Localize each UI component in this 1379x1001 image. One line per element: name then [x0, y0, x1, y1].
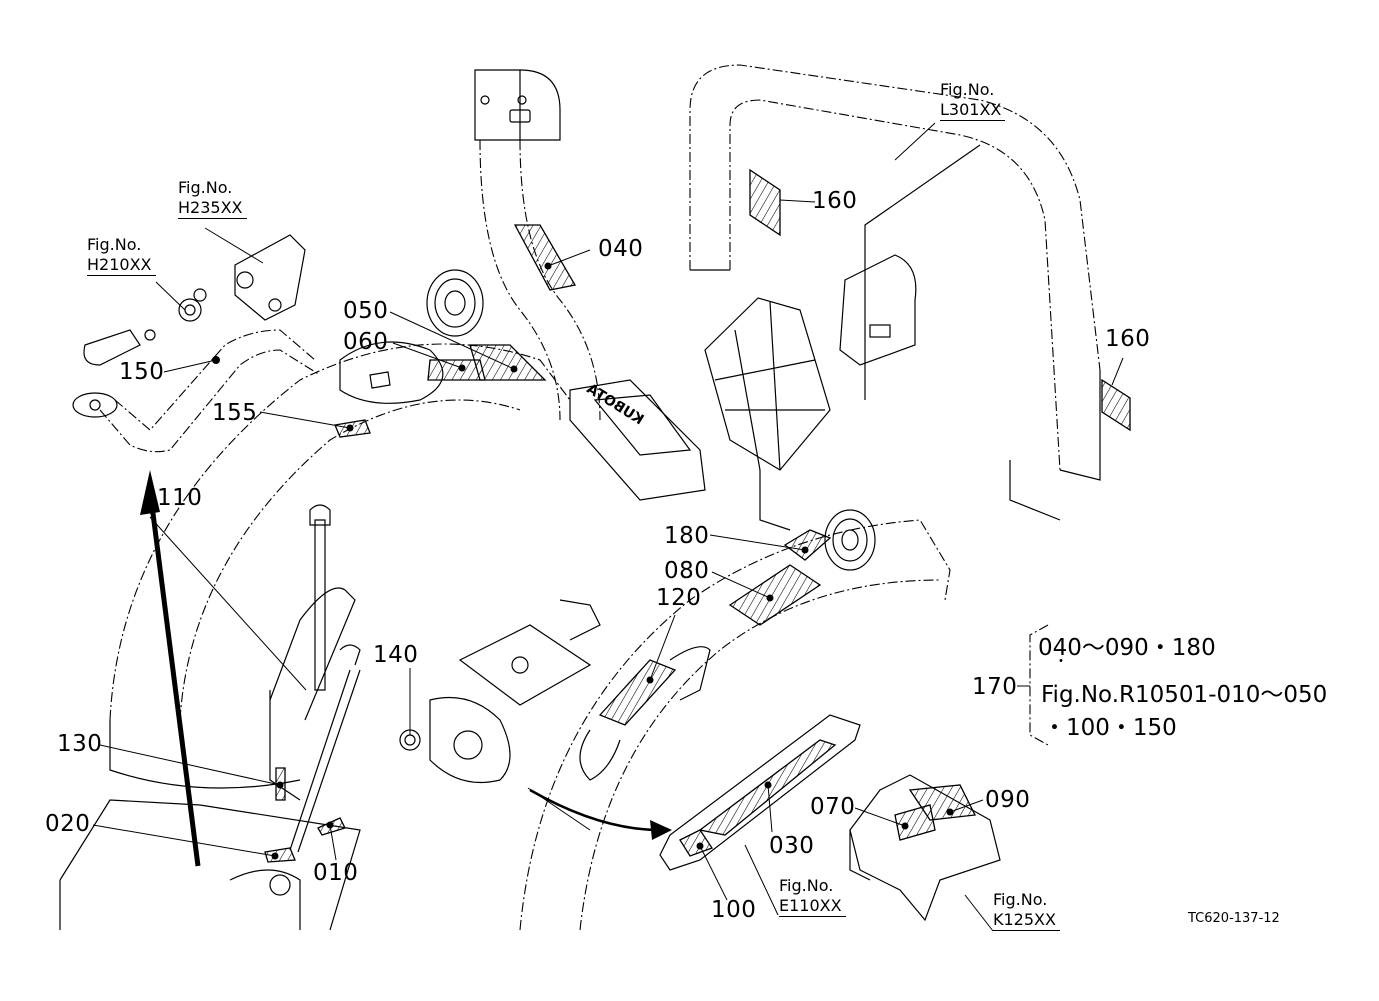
decal-070	[894, 804, 936, 841]
callout-100[interactable]: 100	[711, 897, 757, 923]
fig-ref-code[interactable]: E110XX	[779, 896, 846, 917]
set-note-bracket	[1017, 624, 1049, 746]
right-fender	[519, 519, 951, 931]
callout-090[interactable]: 090	[985, 787, 1031, 813]
rops-upper-frame	[689, 64, 1101, 521]
decal-090	[908, 784, 976, 821]
decals	[264, 168, 1131, 863]
decal-060	[427, 359, 486, 381]
callout-060[interactable]: 060	[343, 329, 389, 355]
fig-ref-prefix: Fig.No.	[779, 876, 834, 895]
step-plate	[659, 714, 861, 871]
decal-080	[728, 564, 822, 626]
callout-070[interactable]: 070	[810, 794, 856, 820]
hydraulic-valve-assembly	[399, 599, 601, 784]
fig-ref-e110xx[interactable]: Fig.No. E110XX	[779, 876, 846, 917]
fig-ref-code[interactable]: L301XX	[940, 100, 1006, 121]
fig-ref-h235xx[interactable]: Fig.No. H235XX	[178, 178, 247, 219]
fig-ref-prefix: Fig.No.	[178, 178, 233, 197]
callout-050[interactable]: 050	[343, 298, 389, 324]
fig-ref-h210xx[interactable]: Fig.No. H210XX	[87, 235, 156, 276]
decal-120	[598, 659, 677, 726]
set-note-line-4: ・100・150	[1043, 715, 1177, 741]
decal-020	[264, 847, 296, 863]
seat-frame	[704, 297, 831, 531]
callout-dots	[271, 262, 954, 860]
direction-arrow-left	[140, 470, 201, 867]
fig-ref-code[interactable]: K125XX	[993, 910, 1060, 931]
callout-155[interactable]: 155	[212, 400, 258, 426]
callout-150[interactable]: 150	[119, 359, 165, 385]
fig-ref-l301xx[interactable]: Fig.No. L301XX	[940, 80, 1006, 121]
callout-140[interactable]: 140	[373, 642, 419, 668]
callout-010[interactable]: 010	[313, 860, 359, 886]
callout-110[interactable]: 110	[157, 485, 203, 511]
decal-160b	[1101, 378, 1131, 432]
fig-ref-prefix: Fig.No.	[940, 80, 995, 99]
callout-160b[interactable]: 160	[1105, 326, 1151, 352]
rops-left-post	[474, 69, 601, 421]
callout-040[interactable]: 040	[598, 236, 644, 262]
leader-lines	[92, 122, 1124, 932]
direction-arrow-right	[529, 788, 672, 840]
decal-160a	[749, 168, 781, 237]
set-note-line-1: 040～090・180	[1038, 635, 1216, 661]
document-id: TC620-137-12	[1188, 911, 1280, 926]
fig-ref-k125xx[interactable]: Fig.No. K125XX	[993, 890, 1060, 931]
work-lamp-left	[426, 269, 484, 337]
work-lamp-right	[824, 509, 876, 571]
fig-ref-code[interactable]: H235XX	[178, 198, 247, 219]
floor-plate	[59, 799, 361, 931]
callout-080[interactable]: 080	[664, 558, 710, 584]
callout-130[interactable]: 130	[57, 731, 103, 757]
svg-text:KUBOTA: KUBOTA	[584, 381, 647, 428]
callout-020[interactable]: 020	[45, 811, 91, 837]
callout-030[interactable]: 030	[769, 833, 815, 859]
fig-ref-code[interactable]: H210XX	[87, 255, 156, 276]
callout-180[interactable]: 180	[664, 523, 710, 549]
set-note-line-2: ・	[1054, 654, 1068, 670]
shift-lever-assembly	[269, 504, 361, 853]
decal-040	[513, 224, 577, 291]
left-fender	[109, 341, 571, 789]
set-note-line-3: Fig.No.R10501-010～050	[1041, 682, 1328, 708]
callout-120[interactable]: 120	[656, 585, 702, 611]
center-console: KUBOTA	[569, 379, 706, 501]
callout-160a[interactable]: 160	[812, 188, 858, 214]
fig-ref-prefix: Fig.No.	[993, 890, 1048, 909]
fig-ref-prefix: Fig.No.	[87, 235, 142, 254]
callout-170[interactable]: 170	[972, 674, 1018, 700]
fender-cover	[849, 774, 1001, 922]
decal-180	[783, 529, 832, 561]
